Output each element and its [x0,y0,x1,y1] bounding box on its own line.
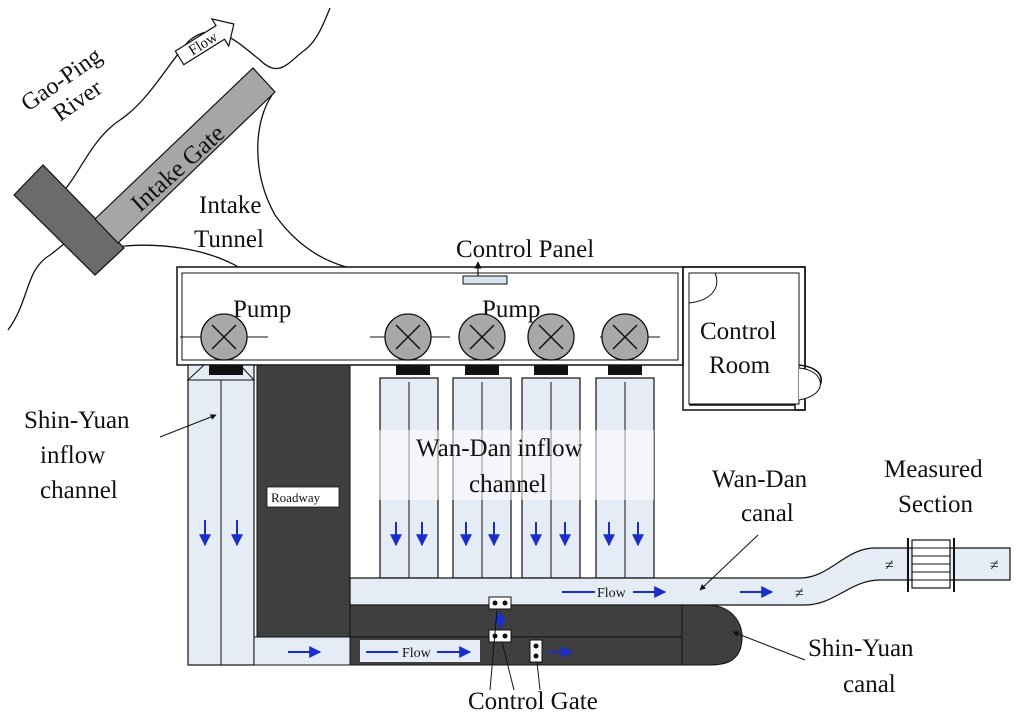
shin-yuan-canal-label-line1: Shin-Yuan [808,635,914,662]
wan-dan-canal-label-line2: canal [741,500,794,527]
pump-label-left: Pump [233,296,291,323]
flow-label-upper-text: Flow [597,586,627,601]
control-room-door-2 [798,367,821,401]
river-flow-arrow: Flow [174,17,235,66]
control-gate-leader [501,641,515,691]
wan-dan-canal [349,547,1011,606]
control-gate-leader [489,609,498,691]
flow-arrows [199,520,774,658]
measured-section-label-line1: Measured [884,456,983,483]
wan-dan-label-backdrop [378,430,654,500]
wan-dan-inflow-label-line2: channel [469,471,547,498]
pump-icon [180,313,268,375]
control-room-label-line1: Control [700,318,776,345]
pump-icon [458,313,506,375]
intake-tunnel-label-line1: Intake [199,192,261,219]
flow-label-upper: Flow [562,586,667,601]
wan-dan-inflow-label-line1: Wan-Dan inflow [416,435,583,462]
control-room-door [688,272,718,304]
intake-tunnel-label-line2: Tunnel [194,226,264,253]
pump-icon [370,313,450,375]
pump-icon [600,313,660,375]
shin-yuan-inflow-label-line1: Shin-Yuan [24,407,130,434]
canal-break-symbol: ≠ [885,557,894,574]
control-room-label-line2: Room [709,352,771,379]
wan-dan-canal-label-line1: Wan-Dan [712,466,808,493]
flow-label-lower: Flow [360,640,480,662]
measured-section-label-line2: Section [898,491,973,518]
middle-channel [349,604,683,638]
flow-label-lower-text: Flow [402,646,432,661]
control-gate-leader [536,661,541,691]
wan-dan-canal-leader [699,534,759,591]
control-gate-label: Control Gate [468,688,598,715]
pump-icon [527,313,575,375]
shin-yuan-inflow-leader [159,414,217,438]
intake-gate-wall [13,164,125,276]
roadway-label-box [266,486,340,508]
intake-tunnel-curve-right [257,94,361,271]
control-panel-label: Control Panel [456,236,594,263]
canal-break-symbol: ≠ [990,557,999,574]
shin-yuan-canal-label-line2: canal [843,671,896,698]
control-panel [462,275,508,285]
shin-yuan-inflow-label-line2: inflow [40,442,105,469]
intake-tunnel-curve-left [107,244,241,269]
measured-section [907,538,955,592]
canal-break-symbol: ≠ [795,585,804,602]
pump-units [180,313,660,375]
shin-yuan-inflow-label-line3: channel [40,477,118,504]
roadway-label: Roadway [271,490,321,505]
shin-yuan-canal-leader [732,631,806,661]
intake-gate [94,67,276,244]
